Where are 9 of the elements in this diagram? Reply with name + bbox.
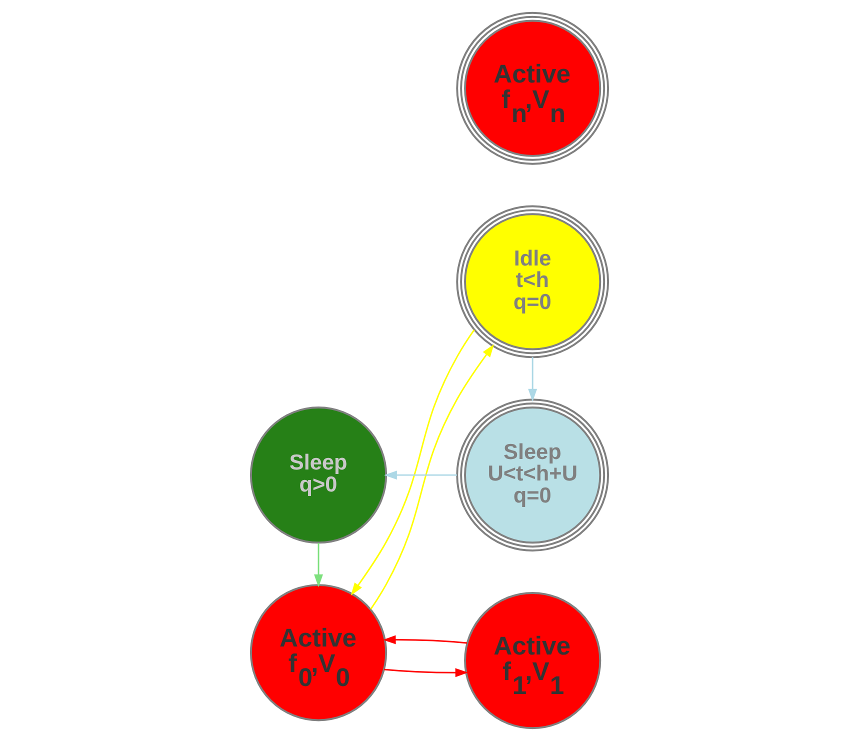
node-circle: Sleep U<t<h+U q=0 xyxy=(456,398,610,552)
node-circle: Sleep q>0 xyxy=(250,406,388,544)
arrow xyxy=(350,329,475,596)
arrow xyxy=(384,470,457,480)
arrow xyxy=(528,357,538,402)
arrow xyxy=(382,635,468,644)
arrow xyxy=(384,668,468,678)
arrow xyxy=(370,344,494,610)
arrow xyxy=(314,542,324,588)
